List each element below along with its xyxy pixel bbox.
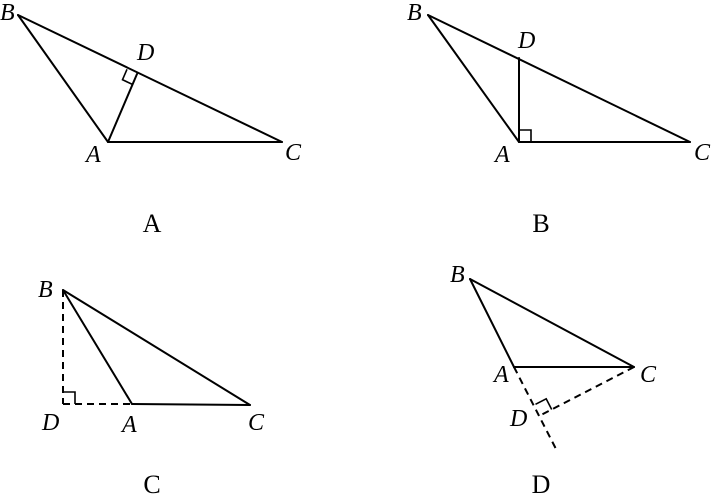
label-c: C (248, 410, 265, 436)
label-d: D (41, 410, 59, 436)
label-a: A (120, 412, 137, 438)
right-angle-mark (121, 68, 133, 86)
caption-b: B (532, 209, 549, 238)
segment-ba (17, 14, 109, 143)
label-b: B (450, 262, 465, 288)
caption-c: C (143, 470, 160, 499)
segment-ba (469, 278, 515, 368)
label-c: C (285, 140, 302, 166)
label-b: B (0, 0, 15, 26)
altitude-ad (107, 73, 138, 143)
segment-bc (427, 14, 691, 143)
label-d: D (517, 28, 535, 54)
altitude-cd (540, 366, 635, 416)
segment-ba (427, 14, 520, 143)
right-angle-mark (63, 391, 76, 404)
panel-a: B D A C A (0, 0, 302, 238)
label-a: A (84, 142, 101, 168)
extension-ba (513, 366, 557, 450)
caption-a: A (143, 209, 162, 238)
segment-bc (62, 289, 251, 406)
label-a: A (493, 142, 510, 168)
label-c: C (694, 140, 711, 166)
panel-c: B D A C C (38, 277, 265, 499)
caption-d: D (532, 470, 551, 499)
label-d: D (509, 406, 527, 432)
right-angle-mark (519, 129, 532, 142)
label-d: D (136, 40, 154, 66)
right-angle-mark (535, 397, 553, 410)
segment-bc (17, 14, 283, 143)
label-c: C (640, 362, 657, 388)
label-b: B (38, 277, 53, 303)
segment-ac (131, 403, 251, 406)
panel-b: B D A C B (407, 0, 711, 238)
panel-d: B A C D D (450, 262, 657, 499)
label-b: B (407, 0, 422, 26)
segment-ba (62, 289, 133, 405)
segment-bc (469, 278, 635, 368)
label-a: A (492, 362, 509, 388)
